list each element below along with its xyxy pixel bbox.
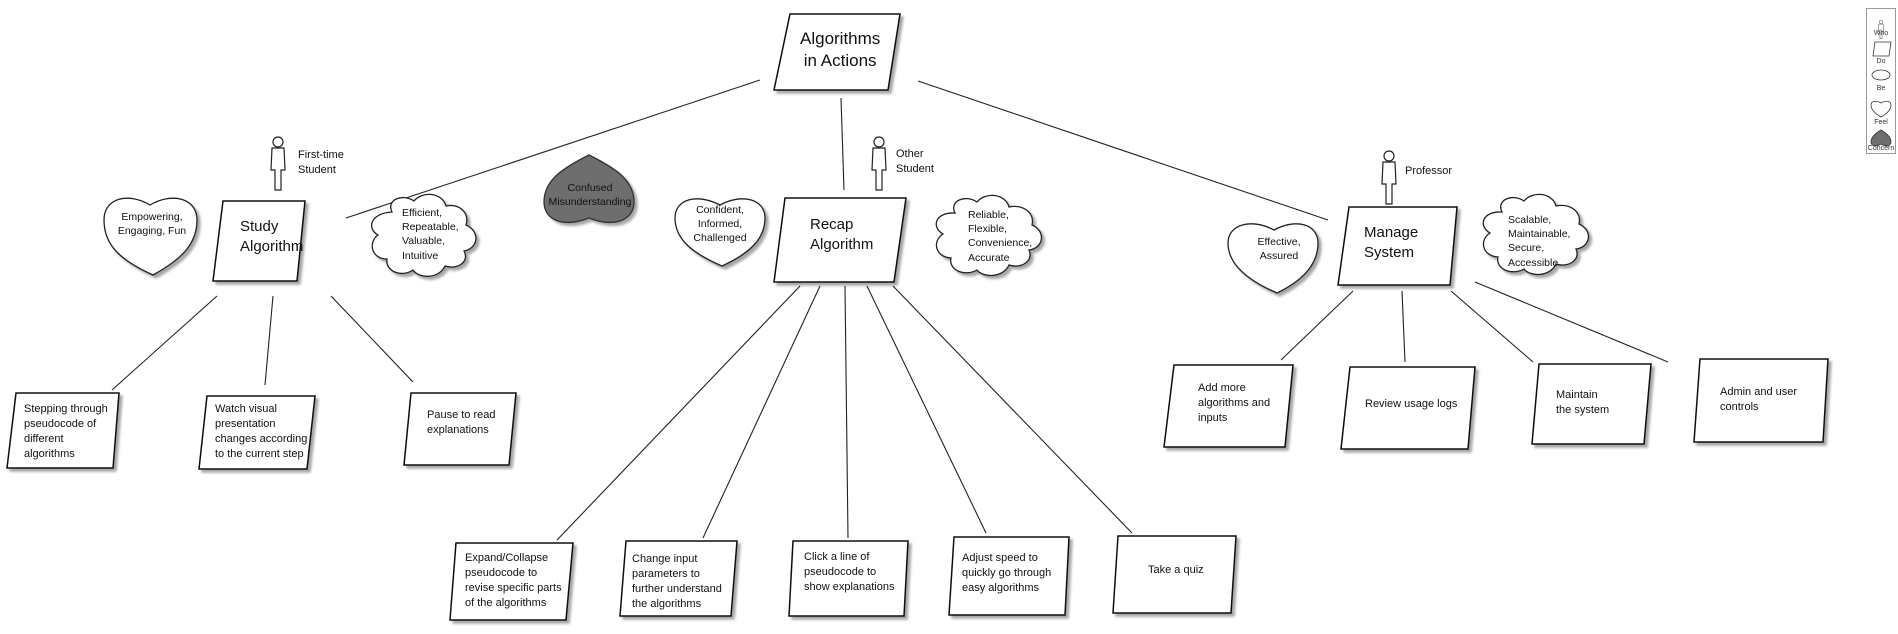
task-10-shape[interactable] <box>1340 366 1476 450</box>
legend-who-label: Who <box>1873 30 1889 37</box>
edge-manage-task11 <box>1450 290 1534 363</box>
edge-manage-task9 <box>1280 290 1354 361</box>
task-10-label: Review usage logs <box>1365 398 1458 410</box>
edge-recap-task4 <box>556 285 801 541</box>
edge-recap-task8 <box>892 285 1133 534</box>
goal-manage-shape[interactable] <box>1337 206 1458 286</box>
legend-do-icon <box>1872 41 1892 57</box>
legend-be-label: Be <box>1876 85 1886 92</box>
task-5-shape[interactable] <box>619 540 738 617</box>
task-8-label: Take a quiz <box>1148 564 1204 576</box>
edge-study-task1 <box>111 295 218 391</box>
root-goal-shape[interactable] <box>773 13 901 91</box>
task-1-shape[interactable] <box>6 392 120 469</box>
legend-feel-label: Feel <box>1874 119 1888 126</box>
actor-professor-label: Professor <box>1405 165 1453 177</box>
task-4-shape[interactable] <box>449 542 574 621</box>
feel-heart-recap <box>674 198 766 267</box>
legend-concern-icon <box>1870 129 1892 147</box>
edge-recap-task6 <box>844 285 849 539</box>
feel-recap-label: Confident,Informed,Challenged <box>693 204 747 245</box>
legend-feel-icon <box>1870 100 1892 118</box>
edge-root-study <box>345 79 761 219</box>
edge-recap-task5 <box>702 285 821 539</box>
legend-do-label: Do <box>1876 58 1886 65</box>
edge-study-task2 <box>264 295 274 386</box>
root-goal-label: Algorithms in Actions <box>800 29 881 71</box>
edge-study-task3 <box>330 295 414 383</box>
task-6-shape[interactable] <box>788 540 909 617</box>
legend-person-icon <box>1878 20 1884 40</box>
task-11-shape[interactable] <box>1531 363 1652 445</box>
be-recap-label: Reliable,Flexible,Convenience,Accurate <box>968 209 1033 264</box>
edge-manage-task12 <box>1474 281 1669 363</box>
task-8-shape[interactable] <box>1112 535 1237 614</box>
feel-heart-manage <box>1227 223 1319 294</box>
edge-root-recap <box>840 97 845 191</box>
feel-study-label: Empowering,Engaging, Fun <box>117 211 187 238</box>
be-cloud-recap <box>935 194 1043 277</box>
person-icon-other-student <box>871 136 887 191</box>
concern-heart <box>543 154 635 223</box>
legend-be-icon <box>1871 69 1891 81</box>
be-study-label: Efficient,Repeatable,Valuable,Intuitive <box>402 207 459 262</box>
task-12-shape[interactable] <box>1693 358 1829 443</box>
person-icon-professor <box>1381 150 1397 205</box>
feel-heart-study <box>103 197 198 276</box>
person-icon-first-time-student <box>270 136 286 191</box>
task-9-shape[interactable] <box>1163 364 1294 448</box>
task-7-shape[interactable] <box>948 536 1070 616</box>
be-cloud-study <box>370 193 477 277</box>
be-cloud-manage <box>1482 193 1590 276</box>
task-3-shape[interactable] <box>403 392 517 466</box>
edge-recap-task7 <box>866 285 987 534</box>
feel-manage-label: Effective,Assured <box>1257 236 1301 263</box>
goal-recap-shape[interactable] <box>773 197 907 283</box>
edge-manage-task10 <box>1401 290 1406 363</box>
task-2-shape[interactable] <box>198 395 316 470</box>
goal-study-shape[interactable] <box>212 200 306 282</box>
edge-root-manage <box>917 80 1329 221</box>
be-manage-label: Scalable,Maintainable,Secure,Accessible <box>1508 214 1571 269</box>
legend-concern-label: Concern <box>1867 145 1895 152</box>
shape-legend: Who Do Be Feel Concern <box>1866 8 1896 154</box>
